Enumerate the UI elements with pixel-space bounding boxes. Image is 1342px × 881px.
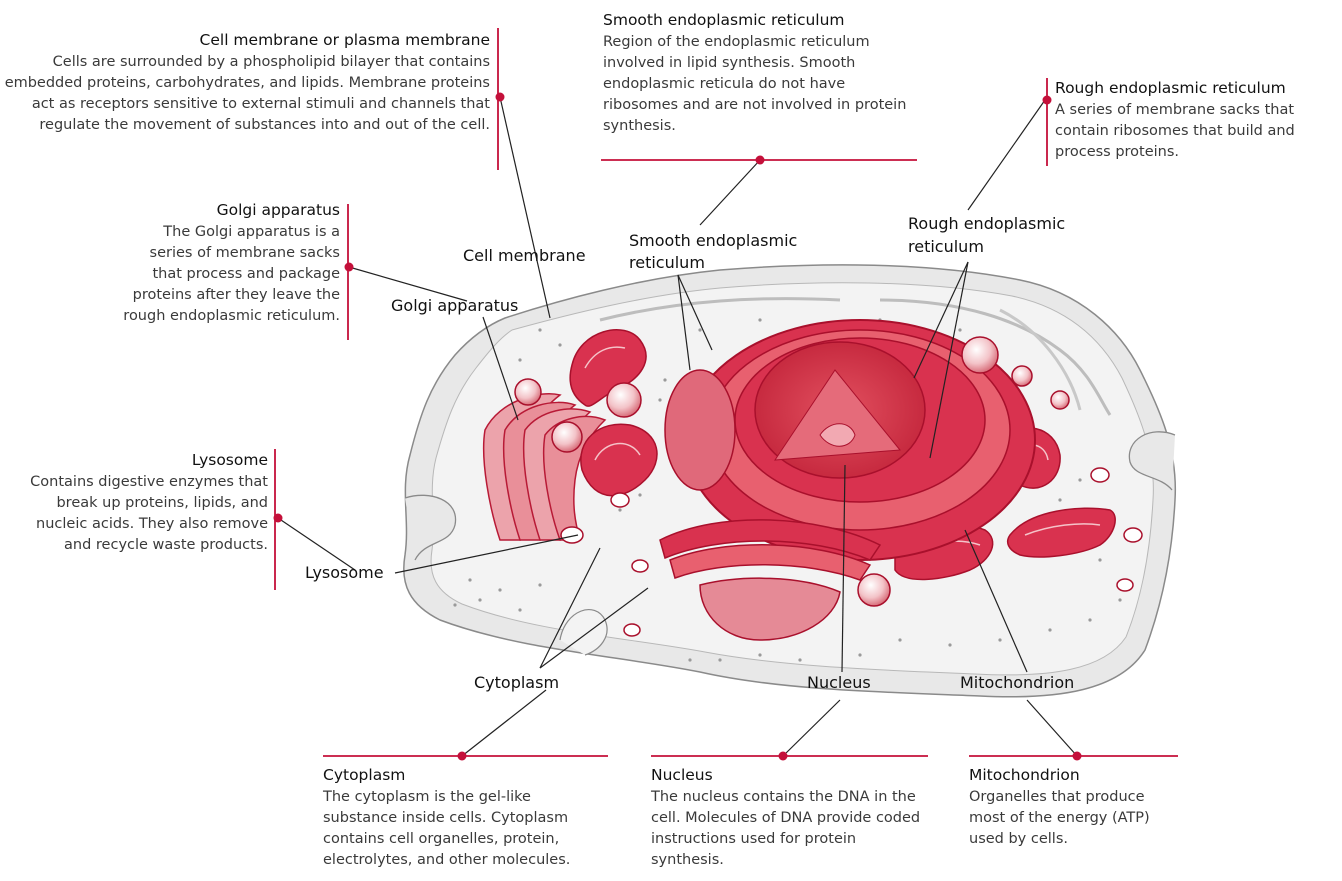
label-cytoplasm: Cytoplasm bbox=[474, 673, 559, 692]
callout-title: Mitochondrion bbox=[969, 765, 1179, 786]
label-rough-er-line2: reticulum bbox=[908, 237, 984, 256]
callout-rough-er: Rough endoplasmic reticulum A series of … bbox=[1055, 78, 1330, 163]
callout-cytoplasm: Cytoplasm The cytoplasm is the gel-like … bbox=[323, 765, 608, 871]
callout-cell-membrane: Cell membrane or plasma membrane Cells a… bbox=[0, 30, 490, 136]
callout-title: Smooth endoplasmic reticulum bbox=[603, 10, 921, 31]
callout-golgi: Golgi apparatus The Golgi apparatus is a… bbox=[120, 200, 340, 327]
label-smooth-er-line2: reticulum bbox=[629, 253, 705, 272]
callout-nucleus: Nucleus The nucleus contains the DNA in … bbox=[651, 765, 926, 871]
callout-title: Golgi apparatus bbox=[120, 200, 340, 221]
label-golgi: Golgi apparatus bbox=[391, 296, 518, 315]
callout-lysosome: Lysosome Contains digestive enzymes that… bbox=[20, 450, 268, 556]
label-lysosome: Lysosome bbox=[305, 563, 384, 582]
label-cell-membrane: Cell membrane bbox=[463, 246, 586, 265]
callout-text: The nucleus contains the DNA in the cell… bbox=[651, 787, 926, 871]
callout-text: Contains digestive enzymes that break up… bbox=[20, 472, 268, 556]
label-mitochondrion: Mitochondrion bbox=[960, 673, 1074, 692]
callout-title: Cell membrane or plasma membrane bbox=[0, 30, 490, 51]
label-smooth-er-line1: Smooth endoplasmic bbox=[629, 231, 797, 250]
callout-title: Lysosome bbox=[20, 450, 268, 471]
callout-title: Cytoplasm bbox=[323, 765, 608, 786]
callout-text: Organelles that produce most of the ener… bbox=[969, 787, 1179, 850]
callout-text: A series of membrane sacks that contain … bbox=[1055, 100, 1330, 163]
callout-text: The cytoplasm is the gel-like substance … bbox=[323, 787, 608, 871]
callout-mitochondrion: Mitochondrion Organelles that produce mo… bbox=[969, 765, 1179, 850]
callout-title: Rough endoplasmic reticulum bbox=[1055, 78, 1330, 99]
callout-text: Region of the endoplasmic reticulum invo… bbox=[603, 32, 921, 137]
callout-text: Cells are surrounded by a phospholipid b… bbox=[0, 52, 490, 136]
label-rough-er-line1: Rough endoplasmic bbox=[908, 214, 1065, 233]
label-nucleus: Nucleus bbox=[807, 673, 871, 692]
callout-smooth-er: Smooth endoplasmic reticulum Region of t… bbox=[603, 10, 921, 137]
callout-text: The Golgi apparatus is a series of membr… bbox=[120, 222, 340, 327]
callout-title: Nucleus bbox=[651, 765, 926, 786]
nucleus bbox=[755, 342, 925, 478]
